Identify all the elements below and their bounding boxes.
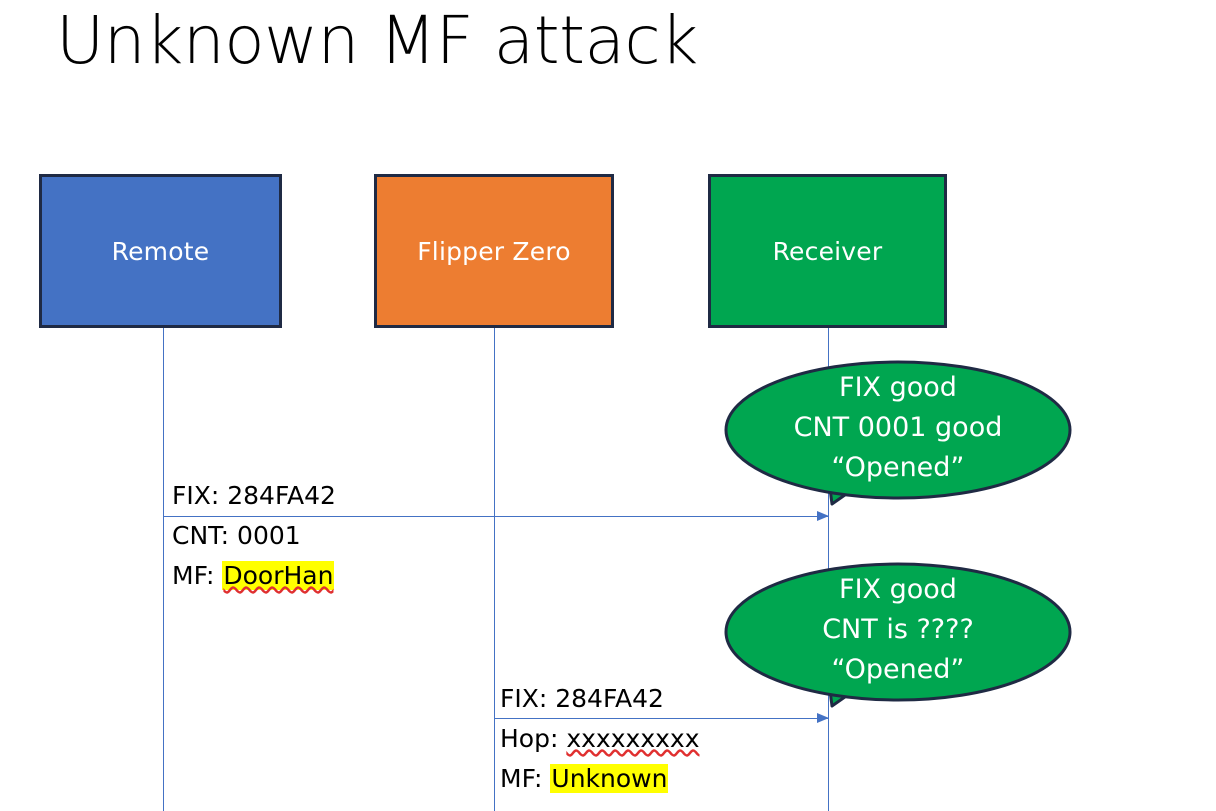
- message-2-line-fix: FIX: 284FA42: [500, 684, 664, 713]
- message-1-line-fix: FIX: 284FA42: [172, 481, 336, 510]
- lifeline-remote: [163, 328, 164, 811]
- speech-balloon-1: FIX good CNT 0001 good “Opened”: [722, 358, 1074, 520]
- message-2-hop-label: Hop:: [500, 724, 567, 753]
- message-2-line-hop: Hop: xxxxxxxxx: [500, 719, 700, 759]
- actor-box-flipper[interactable]: Flipper Zero: [374, 174, 614, 328]
- message-text-2: FIX: 284FA42 Hop: xxxxxxxxx MF: Unknown: [500, 679, 700, 799]
- page-title: Unknown MF attack: [56, 2, 698, 79]
- actor-label-remote: Remote: [111, 236, 210, 266]
- message-2-hop-value: xxxxxxxxx: [566, 724, 700, 753]
- actor-label-flipper: Flipper Zero: [417, 236, 571, 266]
- actor-box-receiver[interactable]: Receiver: [708, 174, 947, 328]
- message-1-line-cnt: CNT: 0001: [172, 521, 301, 550]
- message-text-1: FIX: 284FA42 CNT: 0001 MF: DoorHan: [172, 476, 336, 596]
- lifeline-flipper: [494, 328, 495, 811]
- actor-box-remote[interactable]: Remote: [39, 174, 282, 328]
- message-arrow-1: [163, 511, 829, 521]
- balloon-1-body: [724, 360, 1072, 500]
- message-1-line-mf: MF: DoorHan: [172, 556, 336, 596]
- message-2-mf-value: Unknown: [550, 764, 669, 793]
- speech-balloon-2: FIX good CNT is ???? “Opened”: [722, 560, 1074, 722]
- message-arrow-2: [494, 713, 829, 723]
- message-1-mf-label: MF:: [172, 561, 223, 590]
- actor-label-receiver: Receiver: [772, 236, 883, 266]
- message-2-mf-label: MF:: [500, 764, 551, 793]
- message-1-mf-value: DoorHan: [222, 561, 335, 590]
- message-2-line-mf: MF: Unknown: [500, 759, 700, 799]
- balloon-2-body: [724, 562, 1072, 702]
